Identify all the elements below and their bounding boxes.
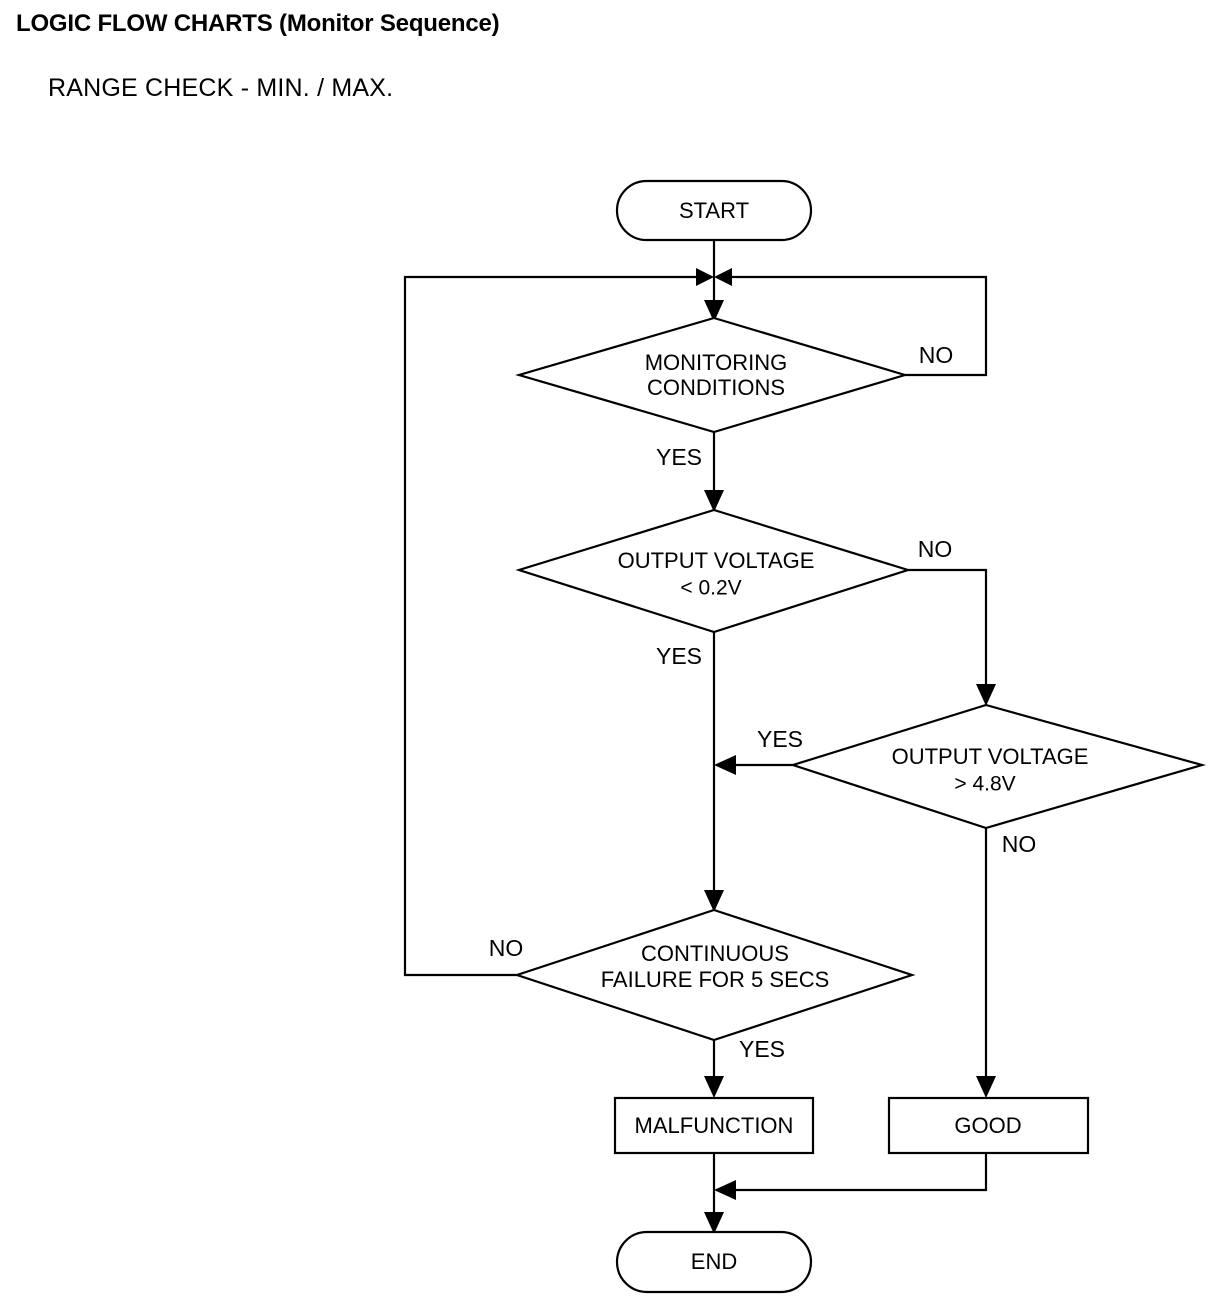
node-monitoring-conditions[interactable] <box>515 316 909 434</box>
node-continuous-failure[interactable] <box>513 908 916 1042</box>
node-end[interactable] <box>615 1230 813 1294</box>
branch-label-contfail-yes: YES <box>739 1036 785 1062</box>
node-voltlow-label-line1: OUTPUT VOLTAGE <box>618 548 815 573</box>
branch-label-voltlow-yes: YES <box>656 643 702 669</box>
node-volthigh-label-line1: OUTPUT VOLTAGE <box>892 744 1089 769</box>
node-voltlow-label-line2: < 0.2V <box>680 577 741 600</box>
arrowhead-to-volthigh <box>976 684 996 706</box>
branch-label-volthigh-no: NO <box>1002 831 1037 857</box>
node-good-label: GOOD <box>954 1113 1021 1138</box>
node-volthigh-label-line2: > 4.8V <box>954 773 1015 796</box>
node-contfail-label-line1: CONTINUOUS <box>641 941 789 966</box>
edge-monitoring-no-loopback <box>728 275 988 377</box>
node-contfail-label-line2: FAILURE FOR 5 SECS <box>601 967 830 992</box>
arrowhead-to-monitoring <box>704 300 724 322</box>
node-start-label: START <box>679 198 749 223</box>
branch-label-monitoring-yes: YES <box>656 444 702 470</box>
branch-label-contfail-no: NO <box>489 935 524 961</box>
node-start[interactable] <box>615 179 813 242</box>
node-end-label: END <box>691 1249 737 1274</box>
node-monitoring-label-line2: CONDITIONS <box>647 375 785 400</box>
edge-voltlow-no <box>908 568 988 692</box>
page-subtitle: RANGE CHECK - MIN. / MAX. <box>48 74 394 102</box>
arrowhead-to-voltlow <box>704 490 724 512</box>
arrowhead-to-good <box>976 1076 996 1098</box>
node-good[interactable] <box>887 1096 1090 1155</box>
edge-good-to-end <box>728 1152 988 1192</box>
arrowhead-to-contfail <box>704 890 724 912</box>
node-monitoring-label-line1: MONITORING <box>645 350 788 375</box>
arrowhead-loopback-left <box>696 268 714 286</box>
branch-label-voltlow-no: NO <box>918 536 953 562</box>
arrowhead-good-merge <box>714 1180 736 1200</box>
node-output-voltage-high[interactable] <box>789 703 1207 830</box>
arrowhead-to-end <box>704 1212 724 1234</box>
node-malfunction-label: MALFUNCTION <box>635 1113 794 1138</box>
arrowhead-to-malfunction <box>704 1076 724 1098</box>
page-title: LOGIC FLOW CHARTS (Monitor Sequence) <box>16 10 500 37</box>
branch-label-volthigh-yes: YES <box>757 726 803 752</box>
node-malfunction[interactable] <box>613 1096 815 1155</box>
branch-label-monitoring-no: NO <box>919 342 954 368</box>
node-output-voltage-low[interactable] <box>515 508 912 634</box>
edge-contfail-no-loopback <box>403 275 700 977</box>
arrowhead-loopback-right <box>714 268 732 286</box>
arrowhead-volthigh-yes <box>714 755 736 775</box>
